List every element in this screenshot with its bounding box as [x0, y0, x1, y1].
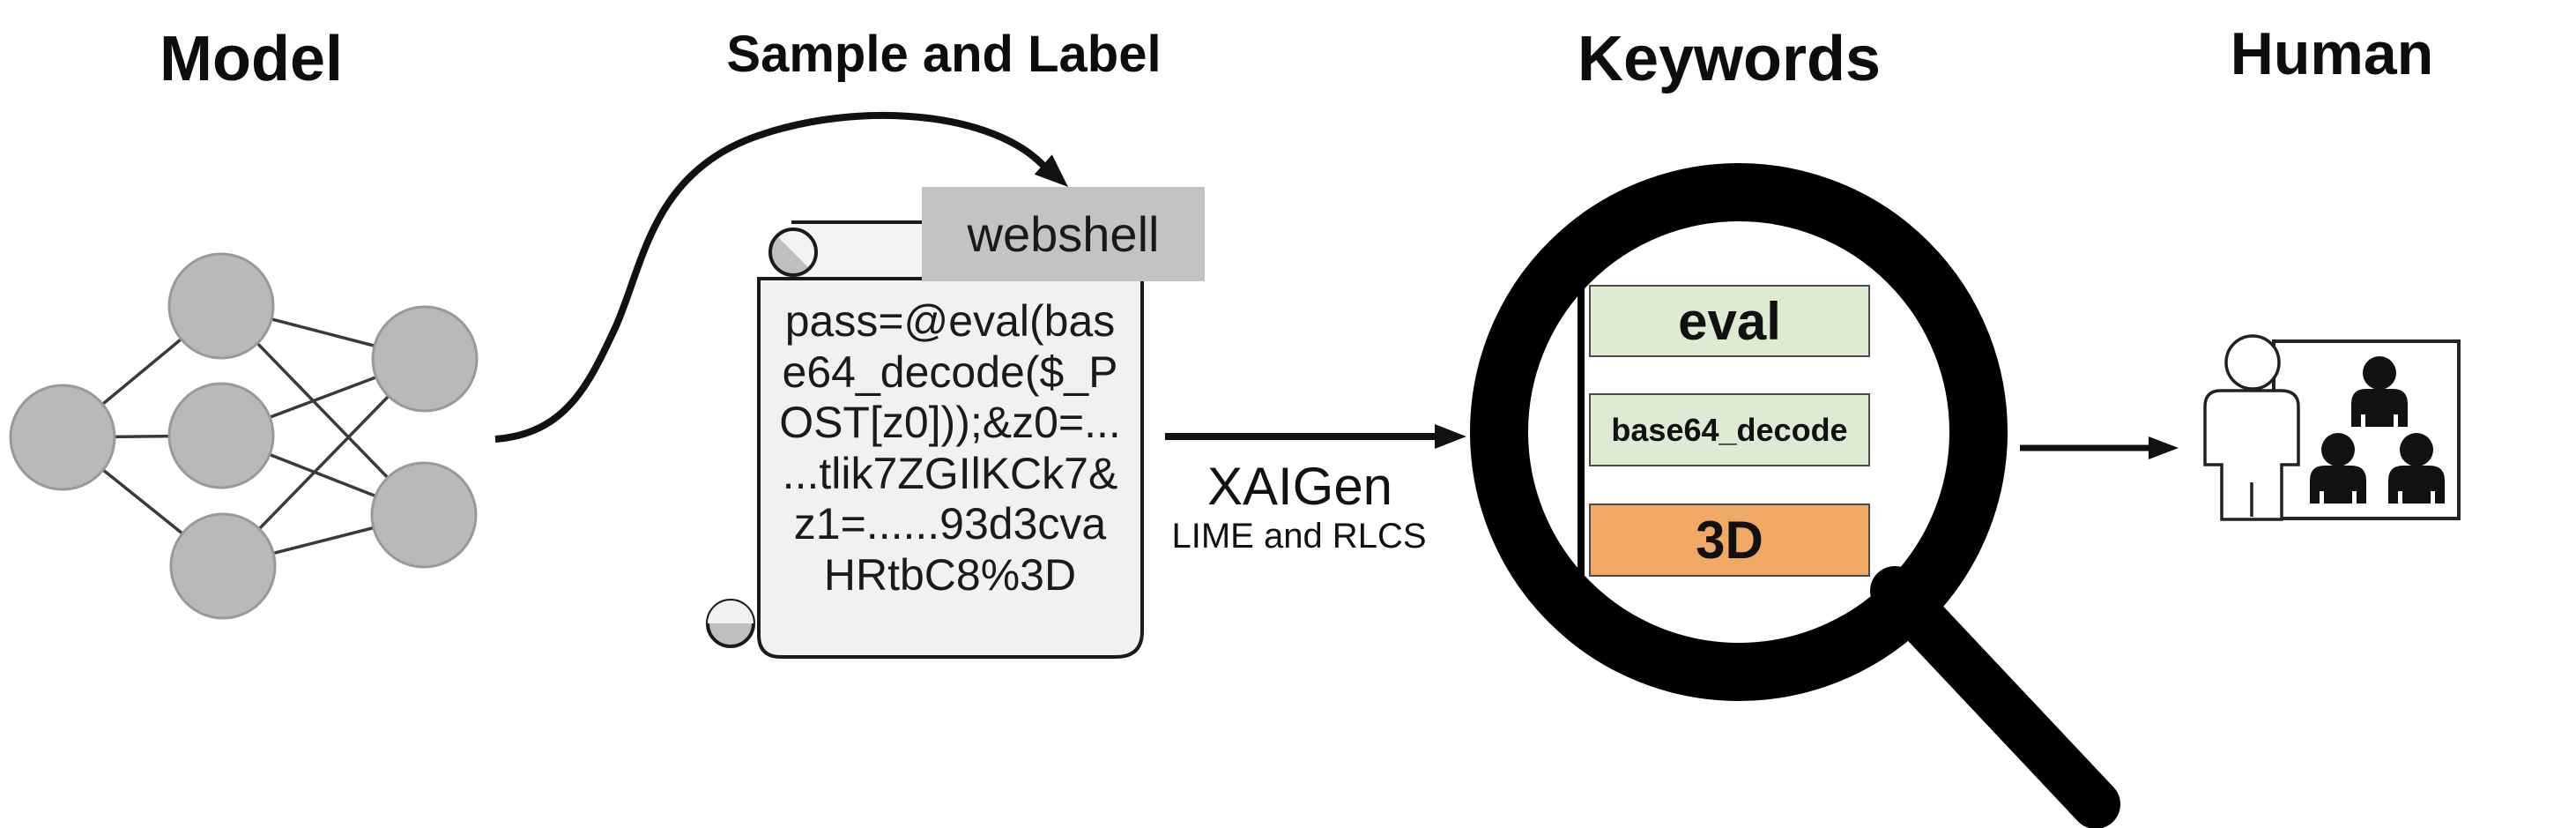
arrowhead-icon: [1034, 154, 1068, 187]
webshell-label: webshell: [922, 187, 1205, 281]
webshell-label-text: webshell: [967, 206, 1160, 262]
arrow-sample-to-keywords: [1165, 424, 1466, 449]
arrow-keywords-to-human: [2020, 436, 2179, 459]
code-line: z1=......93d3cva: [793, 499, 1107, 548]
output-node-2: [370, 461, 478, 569]
keyword-label: base64_decode: [1611, 411, 1848, 448]
output-node-1: [371, 305, 479, 413]
teacher-person-icon: [2203, 334, 2300, 521]
human-group-icon: [2203, 334, 2461, 521]
keyword-axis-line: [1578, 280, 1585, 575]
keyword-box-base64-decode: base64_decode: [1589, 393, 1870, 466]
neural-network-nodes: [9, 252, 479, 620]
xaigen-methods-label: LIME and RLCS: [1171, 517, 1427, 556]
webshell-code-sample: pass=@eval(bas e64_decode($_P OST[z0]));…: [773, 296, 1127, 600]
curved-arrow-model-to-sample: [494, 111, 1068, 443]
arrowhead-icon: [1435, 424, 1466, 449]
arrowhead-icon: [2149, 436, 2179, 459]
section-title-human: Human: [2230, 20, 2434, 87]
magnifier-ring: [1470, 163, 2008, 701]
code-line: ...tlik7ZGIlKCk7&: [782, 448, 1118, 498]
magnifier-handle: [1870, 566, 2120, 828]
keyword-box-3d: 3D: [1589, 504, 1870, 577]
input-node: [9, 384, 116, 491]
keyword-box-eval: eval: [1589, 285, 1870, 357]
code-line: OST[z0]));&z0=...: [779, 398, 1121, 447]
hidden-node-1: [167, 252, 275, 360]
scroll-body: [757, 277, 1144, 659]
code-line: e64_decode($_P: [782, 347, 1118, 397]
section-title-keywords: Keywords: [1577, 24, 1882, 94]
audience-person-icon: [2351, 356, 2408, 428]
keyword-label: eval: [1678, 291, 1781, 351]
keyword-label: 3D: [1696, 511, 1763, 570]
hidden-node-2: [167, 382, 275, 489]
magnifier-icon: [1470, 163, 2120, 828]
code-line: HRtbC8%3D: [823, 549, 1077, 600]
xaigen-tool-label: XAIGen: [1206, 457, 1393, 516]
section-title-sample-and-label: Sample and Label: [726, 26, 1162, 83]
audience-person-icon: [2388, 433, 2445, 504]
code-line: pass=@eval(bas: [784, 296, 1116, 346]
hidden-node-3: [169, 512, 277, 620]
section-title-model: Model: [160, 24, 343, 94]
audience-person-icon: [2310, 433, 2366, 504]
